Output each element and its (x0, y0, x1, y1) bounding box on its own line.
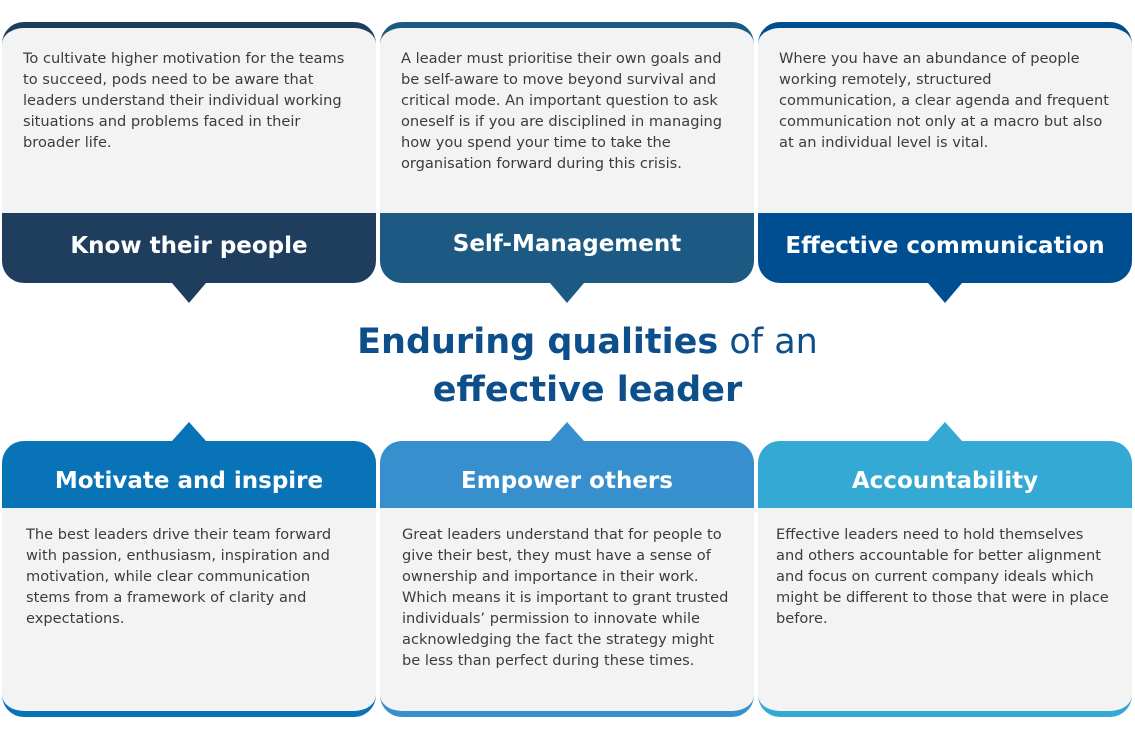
card-heading: Self-Management (380, 213, 754, 283)
pointer-arrow (550, 283, 584, 303)
card-heading: Empower others (380, 441, 754, 508)
card-heading: Accountability (758, 441, 1132, 508)
card-text: To cultivate higher motivation for the t… (2, 22, 376, 213)
card-heading: Effective communication (758, 213, 1132, 283)
card-heading: Know their people (2, 213, 376, 283)
card-text: The best leaders drive their team forwar… (2, 508, 376, 717)
card-accountability: Accountability Effective leaders need to… (758, 422, 1132, 717)
title-light: of an (718, 322, 818, 362)
title-bold: Enduring qualities (357, 322, 719, 362)
page-title: Enduring qualities of an effective leade… (0, 318, 1135, 414)
card-empower-others: Empower others Great leaders understand … (380, 422, 754, 717)
pointer-arrow (172, 283, 206, 303)
card-text: Where you have an abundance of people wo… (758, 22, 1132, 213)
card-self-management: A leader must prioritise their own goals… (380, 22, 754, 303)
pointer-arrow (550, 422, 584, 441)
card-text: Great leaders understand that for people… (380, 508, 754, 717)
pointer-arrow (928, 422, 962, 441)
title-bold-line2: effective leader (432, 370, 743, 410)
card-text: A leader must prioritise their own goals… (380, 22, 754, 213)
card-heading: Motivate and inspire (2, 441, 376, 508)
card-know-their-people: To cultivate higher motivation for the t… (2, 22, 376, 303)
pointer-arrow (928, 283, 962, 303)
pointer-arrow (172, 422, 206, 441)
card-text: Effective leaders need to hold themselve… (758, 508, 1132, 717)
card-motivate-and-inspire: Motivate and inspire The best leaders dr… (2, 422, 376, 717)
card-effective-communication: Where you have an abundance of people wo… (758, 22, 1132, 303)
